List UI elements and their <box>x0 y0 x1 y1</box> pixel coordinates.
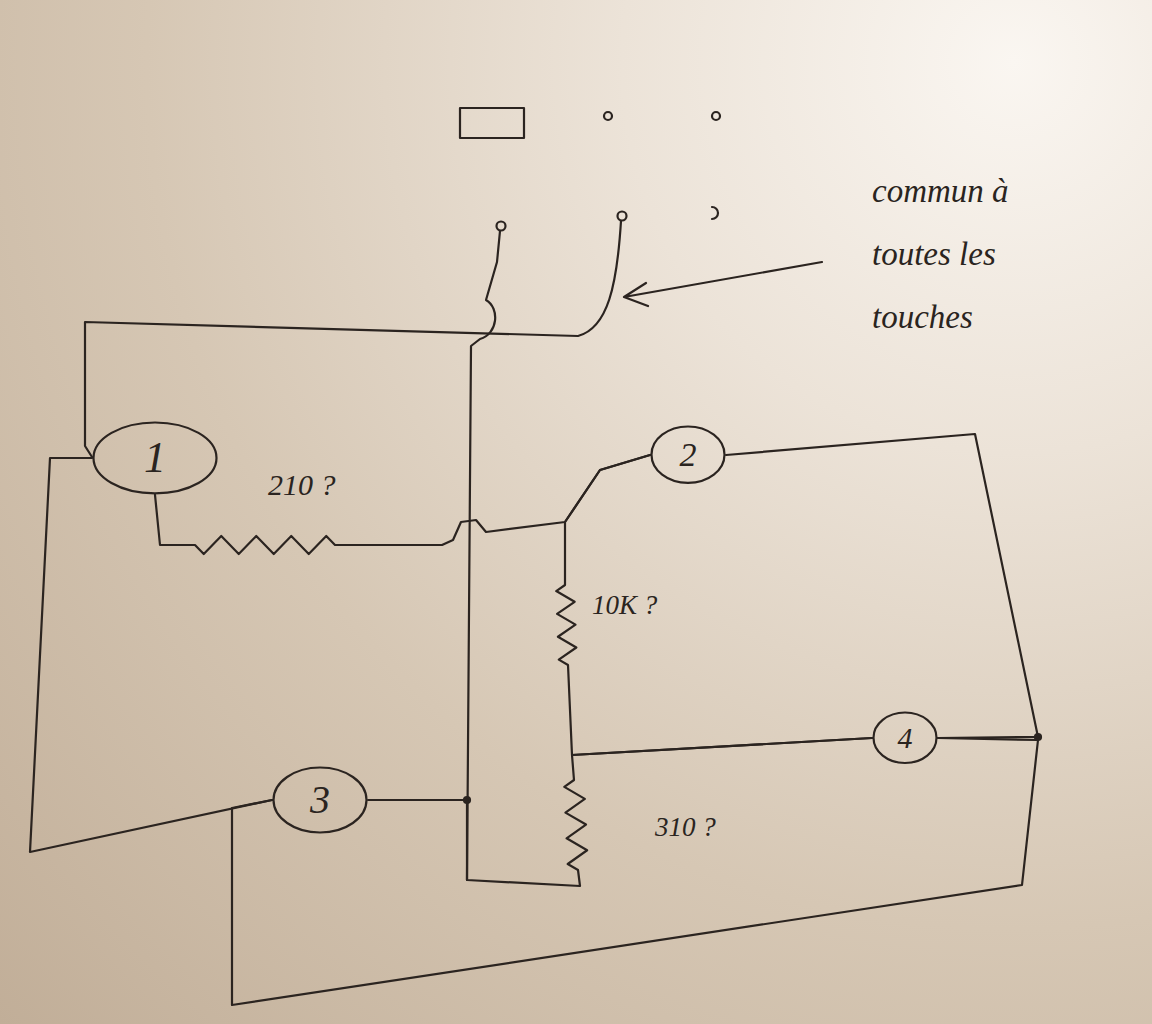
callout-number: 1 <box>144 436 166 480</box>
resistor-value: 10K ? <box>592 590 657 621</box>
text-holder: 4 <box>872 711 938 765</box>
resistor-value: 310 ? <box>655 812 716 843</box>
wire <box>726 434 1038 738</box>
text-holder: 2 <box>650 425 726 484</box>
circle-outline-shape <box>874 713 937 764</box>
resistor-wire <box>556 455 872 755</box>
text-holder: 3 <box>272 766 368 834</box>
terminal-circle: 1 <box>92 421 218 495</box>
circle-outline-shape <box>94 423 217 494</box>
circle-outline-shape <box>652 427 725 483</box>
callout-number: 2 <box>680 438 697 472</box>
callout-number: 4 <box>898 723 913 753</box>
connector-pin <box>712 112 720 120</box>
connector-pin-square <box>460 108 524 138</box>
wire <box>467 231 500 880</box>
connector-pin <box>712 207 718 219</box>
resistor-wire <box>368 738 872 886</box>
common-wire <box>85 221 621 457</box>
connector-pin <box>497 222 506 231</box>
resistor-value: 210 ? <box>268 468 336 502</box>
text-holder: 1 <box>92 421 218 495</box>
terminal-circle: 2 <box>650 425 726 484</box>
callout-number: 3 <box>310 780 330 820</box>
leader-arrow <box>624 262 822 306</box>
connector-pin <box>618 212 627 221</box>
terminal-circle: 3 <box>272 766 368 834</box>
wire <box>30 458 272 852</box>
terminal-circle: 4 <box>872 711 938 765</box>
wire <box>232 738 1038 1005</box>
note: commun à toutes les touches <box>872 160 1044 349</box>
connector-pin <box>604 112 612 120</box>
circle-outline-shape <box>274 768 367 833</box>
